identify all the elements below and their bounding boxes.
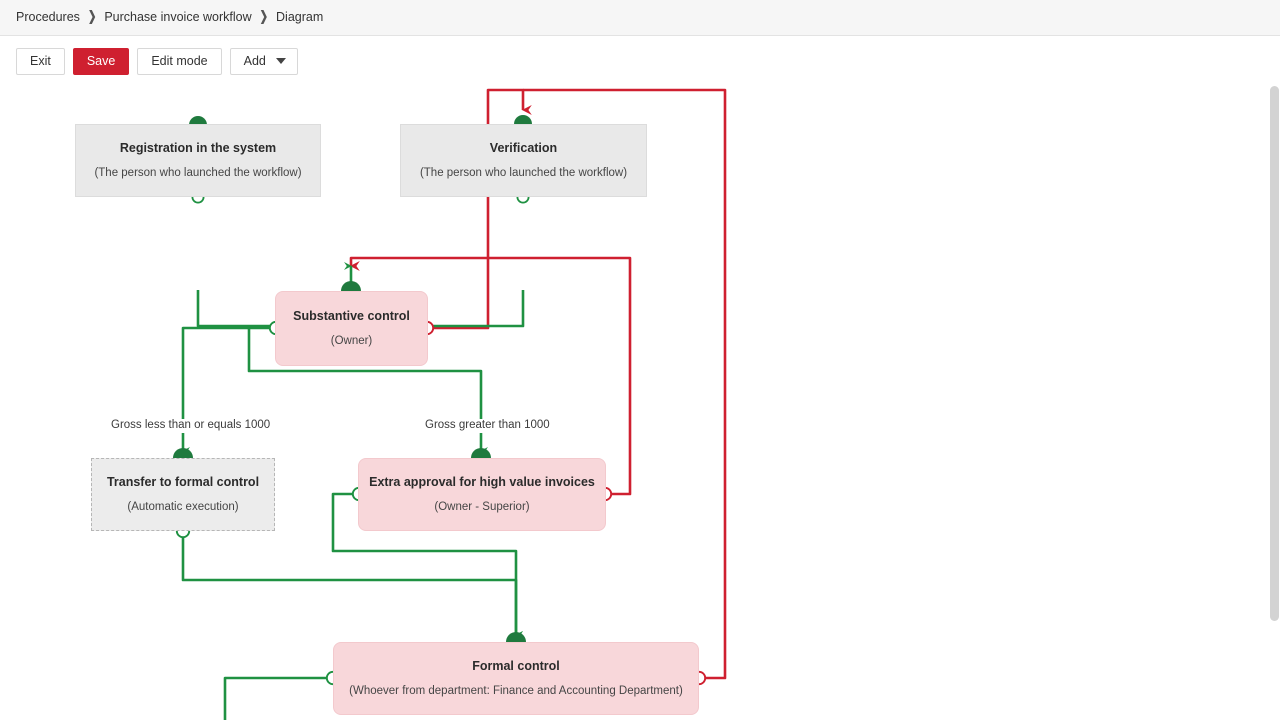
chevron-down-icon <box>275 58 286 64</box>
node-verification[interactable]: Verification (The person who launched th… <box>400 124 647 197</box>
edge-label-gross-greater-than-1000: Gross greater than 1000 <box>422 419 553 433</box>
edge-substantive-to-transfer <box>181 326 269 456</box>
canvas-scrollbar-thumb[interactable] <box>1270 86 1279 621</box>
node-ports <box>173 115 707 686</box>
edge-label-gross-less-than-or-equals-1000: Gross less than or equals 1000 <box>108 419 274 433</box>
node-title: Extra approval for high value invoices <box>369 475 595 489</box>
node-subtitle: (Owner) <box>330 334 373 347</box>
node-substantive-control[interactable]: Substantive control (Owner) <box>275 291 428 366</box>
node-subtitle: (Owner - Superior) <box>434 500 530 513</box>
node-subtitle: (The person who launched the workflow) <box>94 166 302 179</box>
breadcrumb-item-procedures[interactable]: Procedures <box>16 10 80 25</box>
edge-formal-control-reject-to-verification <box>523 88 727 680</box>
save-button[interactable]: Save <box>72 47 130 75</box>
breadcrumb-separator-icon: ❯ <box>259 9 269 25</box>
edge-substantive-reject-to-verification <box>434 88 532 330</box>
diagram-canvas[interactable]: Registration in the system (The person w… <box>0 86 1280 720</box>
node-title: Registration in the system <box>119 141 277 155</box>
edge-formal-control-approve-outgoing <box>223 676 326 720</box>
exit-button[interactable]: Exit <box>16 47 65 75</box>
add-dropdown-button[interactable]: Add <box>229 47 298 75</box>
edge-substantive-to-extra-approval <box>247 328 489 456</box>
breadcrumb-separator-icon: ❯ <box>87 9 97 25</box>
node-extra-approval-for-high-value-invoices[interactable]: Extra approval for high value invoices (… <box>358 458 606 531</box>
node-registration-in-the-system[interactable]: Registration in the system (The person w… <box>75 124 321 197</box>
breadcrumb-item-purchase-invoice-workflow[interactable]: Purchase invoice workflow <box>104 10 252 25</box>
node-transfer-to-formal-control[interactable]: Transfer to formal control (Automatic ex… <box>91 458 275 531</box>
edge-extra-approval-reject-to-substantive <box>349 256 632 496</box>
canvas-scrollbar-track[interactable] <box>1269 86 1280 720</box>
edit-mode-button[interactable]: Edit mode <box>137 47 222 75</box>
node-subtitle: (Whoever from department: Finance and Ac… <box>349 684 683 697</box>
edge-extra-approval-to-formal-control <box>331 492 524 640</box>
node-formal-control[interactable]: Formal control (Whoever from department:… <box>333 642 699 715</box>
breadcrumb-item-diagram: Diagram <box>276 10 324 25</box>
node-subtitle: (Automatic execution) <box>127 500 239 513</box>
node-title: Verification <box>489 141 558 155</box>
node-title: Formal control <box>472 659 560 673</box>
node-title: Transfer to formal control <box>106 475 260 489</box>
node-title: Substantive control <box>293 309 410 323</box>
node-subtitle: (The person who launched the workflow) <box>419 166 628 179</box>
edge-transfer-to-formal-control <box>181 530 524 640</box>
toolbar: Exit Save Edit mode Add <box>0 36 1280 86</box>
add-button-label: Add <box>243 54 266 68</box>
breadcrumb: Procedures ❯ Purchase invoice workflow ❯… <box>0 0 1280 36</box>
